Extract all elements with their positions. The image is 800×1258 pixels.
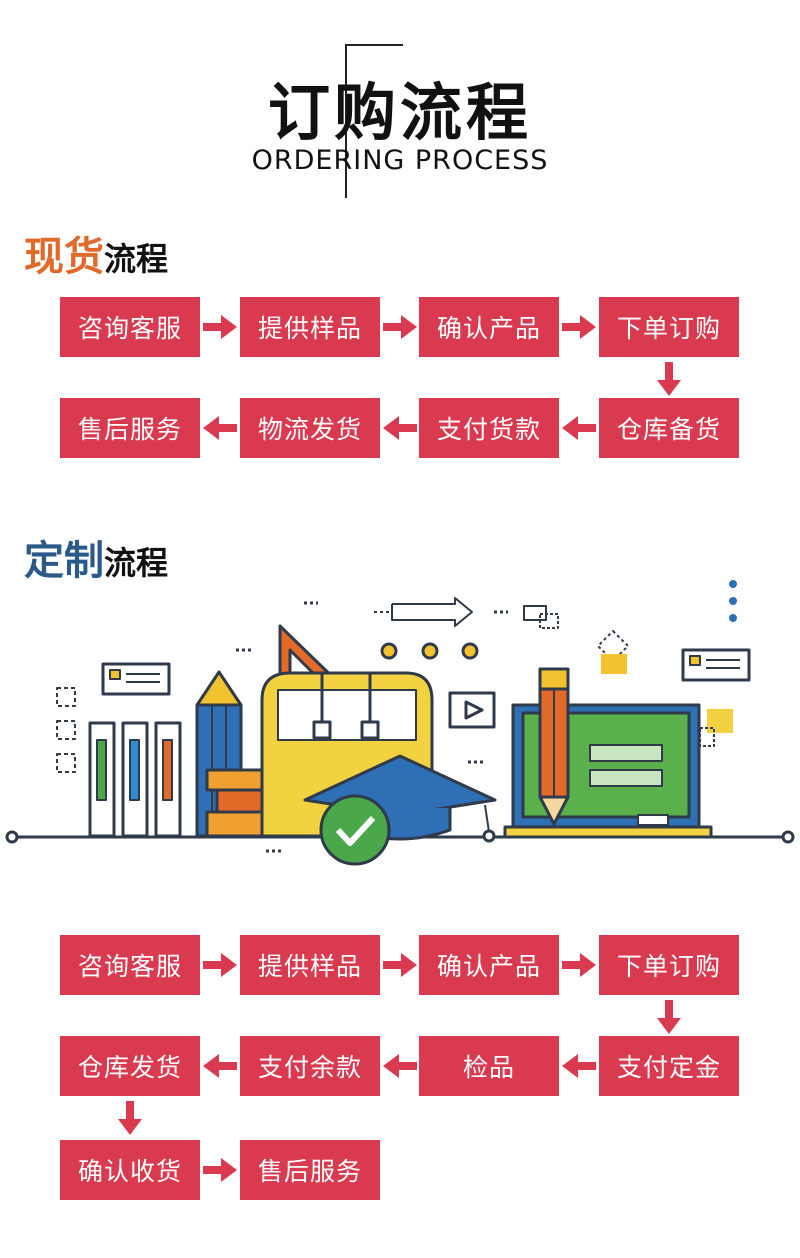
stock-title-accent: 现货 bbox=[24, 233, 104, 280]
stock-step-5: 仓库备货 bbox=[599, 398, 739, 458]
title-bracket-decoration bbox=[345, 44, 403, 198]
custom-step-7: 支付余款 bbox=[240, 1036, 380, 1096]
custom-step-4: 下单订购 bbox=[599, 935, 739, 995]
stock-step-1: 咨询客服 bbox=[60, 297, 200, 357]
arrow-right-icon bbox=[203, 315, 237, 339]
custom-step-8: 仓库发货 bbox=[60, 1036, 200, 1096]
stock-title-rest: 流程 bbox=[104, 240, 169, 278]
custom-step-3: 确认产品 bbox=[419, 935, 559, 995]
arrow-left-icon bbox=[203, 416, 237, 440]
stock-step-4: 下单订购 bbox=[599, 297, 739, 357]
custom-title-rest: 流程 bbox=[104, 544, 169, 582]
arrow-right-icon bbox=[383, 953, 417, 977]
arrow-right-icon bbox=[562, 315, 596, 339]
arrow-right-icon bbox=[383, 315, 417, 339]
custom-title-accent: 定制 bbox=[24, 537, 104, 584]
custom-step-2: 提供样品 bbox=[240, 935, 380, 995]
custom-step-1: 咨询客服 bbox=[60, 935, 200, 995]
custom-step-6: 检品 bbox=[419, 1036, 559, 1096]
page-subtitle: ORDERING PROCESS bbox=[251, 145, 549, 176]
stock-step-6: 支付货款 bbox=[419, 398, 559, 458]
arrow-left-icon bbox=[562, 416, 596, 440]
stock-step-3: 确认产品 bbox=[419, 297, 559, 357]
arrow-down-icon bbox=[657, 362, 681, 396]
custom-section-title: 定制流程 bbox=[24, 528, 168, 586]
stock-section-title: 现货流程 bbox=[24, 224, 168, 282]
stock-step-7: 物流发货 bbox=[240, 398, 380, 458]
arrow-left-icon bbox=[203, 1054, 237, 1078]
custom-step-5: 支付定金 bbox=[599, 1036, 739, 1096]
stock-step-8: 售后服务 bbox=[60, 398, 200, 458]
education-illustration bbox=[5, 580, 795, 866]
arrow-right-icon bbox=[203, 953, 237, 977]
arrow-left-icon bbox=[383, 1054, 417, 1078]
page-title: 订购流程 bbox=[267, 76, 532, 149]
stock-step-2: 提供样品 bbox=[240, 297, 380, 357]
arrow-left-icon bbox=[383, 416, 417, 440]
custom-step-10: 售后服务 bbox=[240, 1140, 380, 1200]
arrow-right-icon bbox=[562, 953, 596, 977]
custom-step-9: 确认收货 bbox=[60, 1140, 200, 1200]
arrow-right-icon bbox=[203, 1158, 237, 1182]
arrow-down-icon bbox=[118, 1101, 142, 1135]
arrow-down-icon bbox=[657, 1000, 681, 1034]
arrow-left-icon bbox=[562, 1054, 596, 1078]
